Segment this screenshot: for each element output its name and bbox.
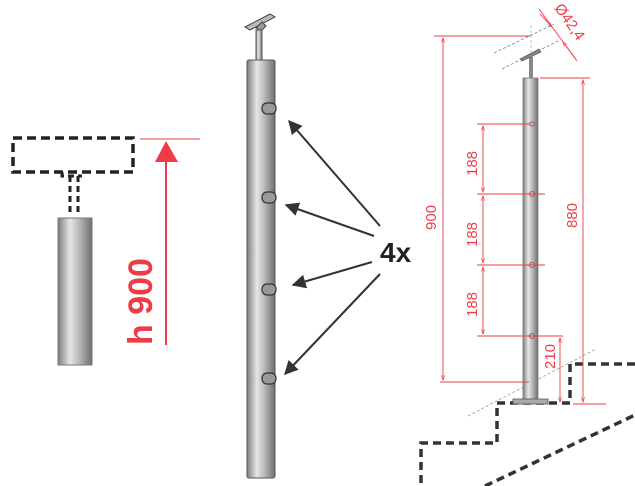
stair-outline: [419, 362, 635, 486]
left-post-view: h 900: [11, 136, 200, 366]
spacing-label: 188: [464, 151, 481, 176]
bottom-height-label: 210: [542, 344, 559, 369]
post-tube: [57, 217, 93, 366]
height-arrow-head: [155, 141, 178, 162]
right-technical-view: Ø42,4 900 880 188 188 188 210: [419, 1, 635, 486]
bracket: [261, 372, 277, 385]
saddle-stem: [529, 57, 533, 78]
bracket: [261, 102, 277, 115]
arrow: [284, 273, 381, 376]
dim-diameter-arrow: [539, 13, 552, 27]
height-label: h 900: [122, 258, 160, 345]
arrow: [288, 119, 381, 227]
bracket: [261, 191, 277, 204]
spacing-label: 188: [464, 292, 481, 317]
glass-clamp-brackets: [261, 102, 277, 385]
saddle-outline: [60, 172, 82, 212]
post-height-label: 880: [564, 203, 581, 228]
post-tube: [246, 59, 276, 479]
count-label: 4x: [380, 237, 412, 268]
pointer-arrows: [284, 119, 381, 376]
dimension-lines: [434, 8, 606, 405]
total-height-label: 900: [423, 205, 440, 230]
dim-diameter-arrow: [563, 42, 576, 59]
arrow: [284, 202, 375, 237]
saddle-stem: [255, 29, 263, 61]
handrail-outline: [11, 136, 135, 174]
stair-slope: [484, 413, 635, 486]
arrow: [291, 261, 373, 289]
handrail-saddle: [243, 13, 277, 31]
base-plate: [512, 398, 549, 405]
diameter-label: Ø42,4: [551, 1, 588, 44]
post-tube: [522, 77, 539, 401]
rail-guide: [493, 23, 555, 54]
spacing-label: 188: [464, 222, 481, 247]
rail-guide: [501, 39, 561, 70]
bracket: [261, 283, 277, 296]
middle-post-view: 4x: [243, 13, 412, 479]
